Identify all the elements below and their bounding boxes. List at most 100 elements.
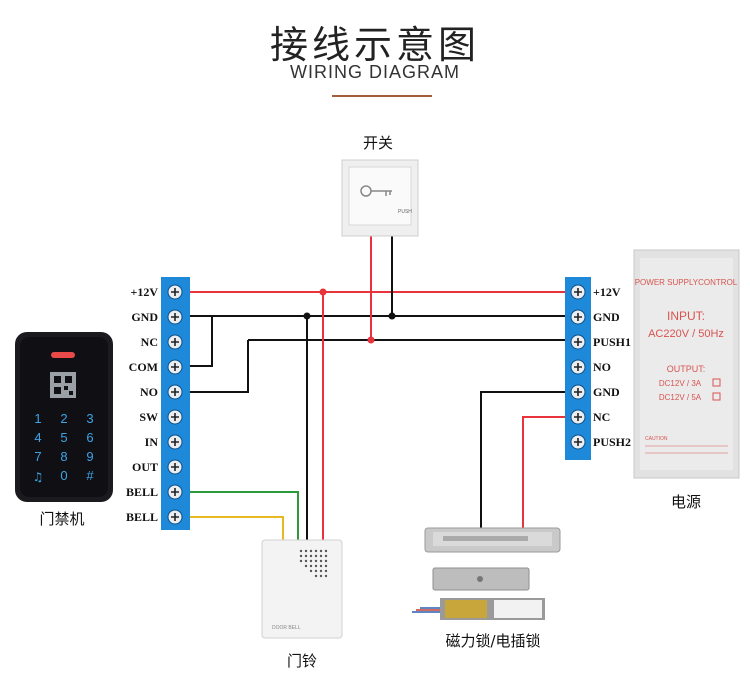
reader-key: 9: [86, 449, 93, 464]
reader-key: 8: [60, 449, 67, 464]
psu-input-value: AC220V / 50Hz: [648, 328, 724, 340]
bell-label: DOOR BELL: [272, 625, 301, 631]
psu-checkbox-2: [712, 392, 721, 401]
right-terminal-label: NC: [593, 410, 610, 424]
grille-hole: [299, 559, 303, 563]
magnetic-lock: [424, 527, 561, 553]
terminal-screw: [570, 359, 586, 375]
grille-hole: [304, 549, 308, 553]
wire-bell-yellow: [190, 516, 284, 540]
exit-switch: 开关 PUSH: [341, 134, 419, 237]
grille-hole: [314, 574, 318, 578]
grille-hole: [324, 564, 328, 568]
diagram-title: 接线示意图: [269, 23, 480, 67]
psu-caption: 电源: [671, 493, 701, 511]
terminal-screw: [167, 409, 183, 425]
junction-dot: [367, 336, 375, 344]
terminal-screw: [570, 434, 586, 450]
grille-hole: [299, 549, 303, 553]
left-terminal-label: GND: [131, 310, 158, 324]
left-terminal-label: SW: [139, 410, 158, 424]
psu-checkbox-1: [712, 378, 721, 387]
junction-dot: [388, 312, 396, 320]
grille-hole: [309, 559, 313, 563]
grille-hole: [304, 554, 308, 558]
right-terminal-label: PUSH1: [593, 335, 631, 349]
wire-nc-jumper: [190, 316, 213, 367]
left-terminal-block: +12V GND NC COM NO SW IN OUT BELL BELL: [126, 277, 190, 530]
grille-hole: [309, 569, 313, 573]
terminal-screw: [570, 409, 586, 425]
grille-hole: [304, 564, 308, 568]
psu-output-2: DC12V / 5A: [659, 393, 702, 402]
terminal-screw: [167, 309, 183, 325]
grille-hole: [324, 569, 328, 573]
diagram-subtitle: WIRING DIAGRAM: [290, 62, 460, 82]
grille-hole: [319, 569, 323, 573]
terminal-screw: [167, 359, 183, 375]
grille-hole: [299, 554, 303, 558]
power-supply: POWER SUPPLYCONTROL INPUT: AC220V / 50Hz…: [633, 249, 740, 511]
terminal-screw: [570, 309, 586, 325]
left-terminal-label: +12V: [130, 285, 158, 299]
left-terminal-label: OUT: [132, 460, 158, 474]
left-terminal-label: BELL: [126, 485, 158, 499]
terminal-screw: [167, 509, 183, 525]
grille-hole: [324, 559, 328, 563]
wire-lock-red: [522, 416, 570, 528]
psu-output-1: DC12V / 3A: [659, 379, 702, 388]
right-terminal-label: GND: [593, 385, 620, 399]
reader-caption: 门禁机: [39, 510, 84, 528]
terminal-screw: [570, 334, 586, 350]
left-terminal-label: IN: [145, 435, 159, 449]
wires: [190, 235, 570, 540]
right-terminal-label: PUSH2: [593, 435, 631, 449]
grille-hole: [314, 554, 318, 558]
key-icon: [360, 185, 392, 197]
grille-hole: [319, 554, 323, 558]
reader-key: 5: [60, 430, 67, 445]
title-underline: [332, 95, 432, 97]
grille-hole: [309, 549, 313, 553]
terminal-screw: [167, 459, 183, 475]
junctions: [303, 288, 396, 344]
bell-key-icon: ♫: [33, 470, 44, 484]
grille-hole: [314, 549, 318, 553]
locks: 磁力锁/电插锁: [412, 527, 561, 650]
grille-hole: [319, 574, 323, 578]
terminal-screw: [167, 284, 183, 300]
psu-output-label: OUTPUT:: [667, 364, 706, 374]
right-terminal-label: NO: [593, 360, 611, 374]
grille-hole: [324, 549, 328, 553]
reader-key: 6: [86, 430, 93, 445]
reader-key: 2: [60, 411, 67, 426]
left-terminal-label: NO: [140, 385, 158, 399]
grille-hole: [314, 559, 318, 563]
grille-hole: [309, 554, 313, 558]
grille-hole: [314, 569, 318, 573]
reader-key: 1: [34, 411, 41, 426]
door-bell: DOOR BELL 门铃: [261, 539, 343, 670]
terminal-screw: [570, 384, 586, 400]
bell-caption: 门铃: [287, 652, 317, 670]
left-terminal-label: NC: [141, 335, 158, 349]
reader-key: 4: [34, 430, 41, 445]
right-terminal-label: GND: [593, 310, 620, 324]
left-terminal-label: COM: [129, 360, 158, 374]
reader-led: [51, 352, 75, 358]
wire-lock-black: [480, 391, 570, 528]
reader-key: 0: [60, 468, 67, 483]
terminal-screw: [167, 334, 183, 350]
grille-hole: [324, 574, 328, 578]
grille-hole: [309, 564, 313, 568]
grille-hole: [319, 549, 323, 553]
psu-input-label: INPUT:: [667, 309, 705, 323]
grille-hole: [319, 559, 323, 563]
terminal-screw: [167, 384, 183, 400]
psu-header: POWER SUPPLYCONTROL: [635, 278, 738, 287]
grille-hole: [319, 564, 323, 568]
left-terminal-label: BELL: [126, 510, 158, 524]
